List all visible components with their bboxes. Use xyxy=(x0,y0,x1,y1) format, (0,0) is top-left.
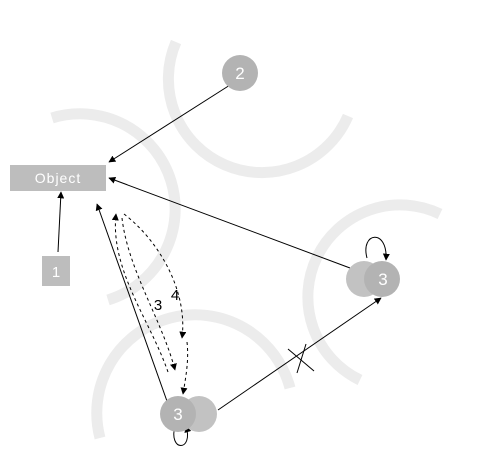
dashed-arrow-3 xyxy=(121,217,177,371)
connectors xyxy=(57,84,390,446)
loop-label-3: 3 xyxy=(154,297,162,314)
arc-right xyxy=(302,199,443,385)
node-3-right: 3 xyxy=(346,261,400,297)
node-1: 1 xyxy=(42,256,70,286)
arrow-3right-to-object xyxy=(108,176,351,269)
node-3-right-circle xyxy=(364,261,400,297)
arc-bottom xyxy=(91,309,296,440)
node-1-label: 1 xyxy=(52,264,60,281)
node-3-bottom-circle xyxy=(160,396,196,432)
node-3-right-label: 3 xyxy=(378,270,387,289)
object-label: Object xyxy=(35,170,81,186)
object-node: Object xyxy=(10,165,106,191)
node-3-bottom: 3 xyxy=(160,396,217,432)
node-2: 2 xyxy=(222,55,258,91)
node-1-box xyxy=(42,256,70,286)
arrow-1-to-object xyxy=(57,191,65,253)
object-box xyxy=(10,165,106,191)
node-2-label: 2 xyxy=(235,64,244,83)
self-loop-bottom xyxy=(173,425,192,446)
node-2-circle xyxy=(222,55,258,91)
cross-mark-2 xyxy=(296,343,307,374)
node-3-bottom-label: 3 xyxy=(173,405,182,424)
dashed-arrow-3-return xyxy=(111,213,169,373)
dashed-arrow-4-return xyxy=(180,341,189,395)
self-loop-right xyxy=(365,236,390,261)
loop-label-4: 4 xyxy=(171,287,179,304)
background-arcs xyxy=(50,39,443,440)
arc-top xyxy=(162,39,354,179)
arrow-3bottom-to-object xyxy=(95,203,169,405)
arrow-3bottom-to-3right xyxy=(217,297,382,411)
arrow-2-to-object xyxy=(108,84,231,163)
arc-left xyxy=(50,108,181,306)
